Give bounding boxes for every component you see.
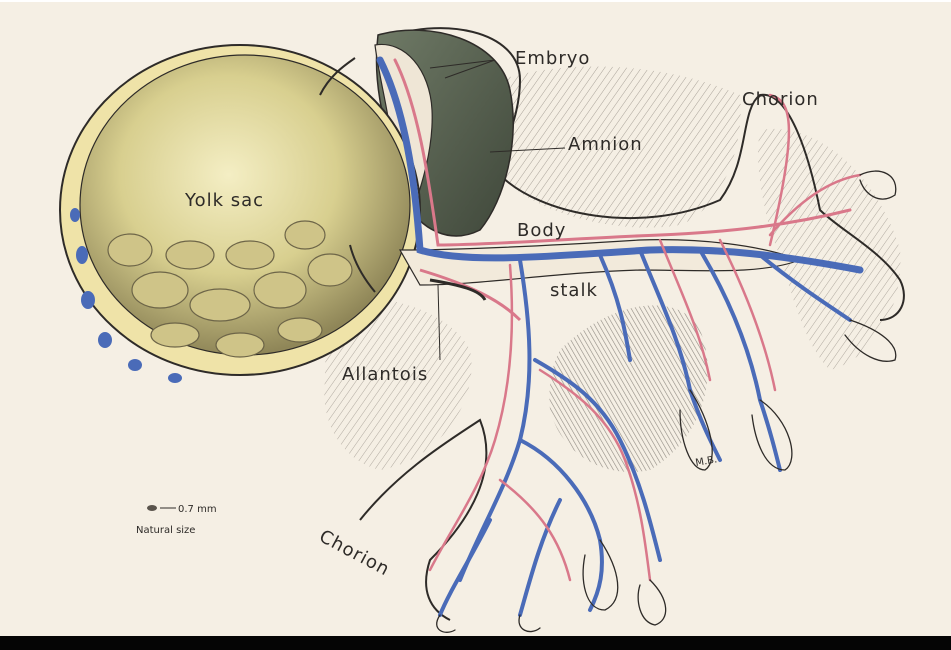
scale-specimen-glyph [147, 505, 157, 511]
label-embryo: Embryo [515, 48, 590, 69]
scale-label: 0.7 mm [178, 504, 217, 515]
label-amnion: Amnion [568, 134, 643, 155]
stalk-shape [400, 240, 800, 285]
bottom-black-bar [0, 636, 951, 650]
label-yolk-sac: Yolk sac [184, 190, 264, 211]
label-chorion-bottom: Chorion [316, 526, 394, 581]
artist-mark: M.B. [695, 454, 718, 469]
label-chorion-top: Chorion [742, 89, 819, 110]
scale-indicator: 0.7 mm Natural size [136, 504, 217, 536]
embryo-illustration: Embryo Chorion Amnion Yolk sac Body stal… [0, 0, 951, 636]
label-stalk: stalk [550, 280, 598, 301]
natural-size-label: Natural size [136, 525, 195, 536]
label-body: Body [517, 220, 566, 241]
label-allantois: Allantois [342, 364, 428, 385]
dark-lower-cavity [549, 305, 707, 472]
